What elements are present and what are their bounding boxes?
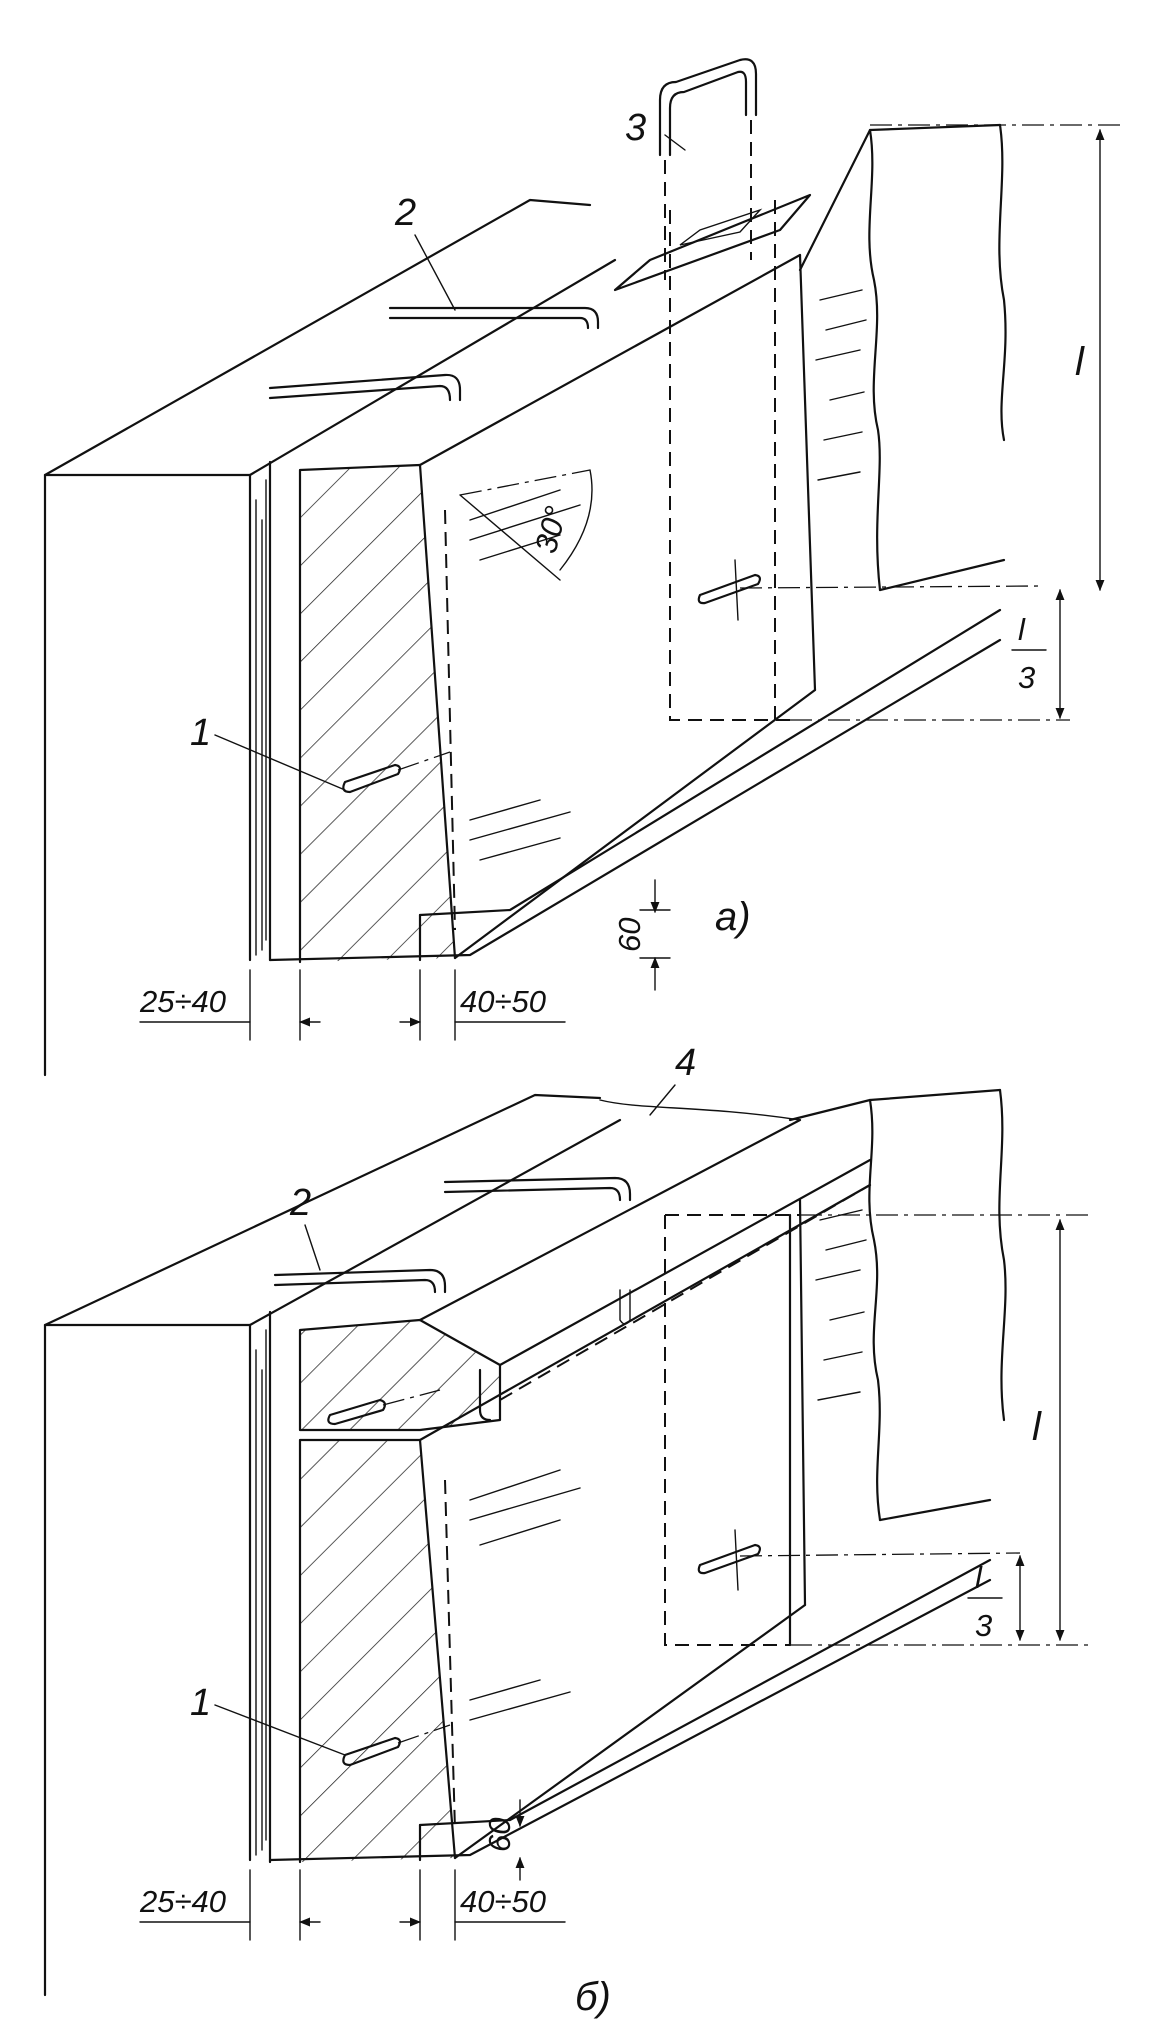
figure-a-face-shading xyxy=(469,489,581,861)
figure-a-caption: а) xyxy=(715,895,751,939)
figure-a-dimensions xyxy=(139,124,1120,1041)
figure-b-face-shading xyxy=(469,1469,581,1721)
figure-b-pins xyxy=(342,1529,1021,1767)
figure-b-gap-right: 40÷50 xyxy=(460,1884,546,1919)
figure-a-groove-label: 60 xyxy=(612,918,647,952)
figure-a-height-label: l xyxy=(1075,340,1085,384)
figure-b-fraction-numerator: l xyxy=(975,1560,983,1595)
figure-b-panel xyxy=(268,1183,992,1864)
figure-b-callout-4: 4 xyxy=(675,1042,696,1084)
figure-a-callout-2: 2 xyxy=(394,192,416,234)
figure-b-wall-beyond xyxy=(788,1088,1007,1522)
figure-a-opening xyxy=(613,193,812,721)
figure-b-groove-label: 60 xyxy=(482,1818,517,1852)
figure-a-panel xyxy=(268,253,1002,964)
figure-b-pin-1 xyxy=(342,1736,402,1767)
figure-b-gap-left: 25÷40 xyxy=(139,1884,226,1919)
figure-b-upper-pin xyxy=(327,1398,387,1426)
figure-b-section-hatch xyxy=(300,1440,455,1862)
figure-a-wall-beyond xyxy=(798,123,1007,592)
figure-b-callout-2: 2 xyxy=(289,1182,311,1224)
figure-a-wall xyxy=(43,198,617,1077)
figure-a-angle-label: 30° xyxy=(528,502,574,556)
figure-a-gap-right: 40÷50 xyxy=(460,984,546,1019)
figure-b-caption: б) xyxy=(575,1975,611,2019)
figure-b-height-label: l xyxy=(1032,1405,1042,1449)
figure-a-fraction-denominator: 3 xyxy=(1018,660,1035,695)
figure-a-gap-left: 25÷40 xyxy=(139,984,226,1019)
figure-a-section-hatch xyxy=(300,465,455,962)
figure-a-pin-1 xyxy=(342,763,402,794)
figure-a-pin-2 xyxy=(697,573,762,605)
figure-a-callout-3: 3 xyxy=(625,107,646,149)
figure-a-pins xyxy=(342,559,1041,794)
figure-b-fraction-denominator: 3 xyxy=(975,1608,992,1643)
figure-b-wall xyxy=(43,1093,622,1997)
figure-b-upper-element xyxy=(298,1099,872,1432)
figure-a-fraction-numerator: l xyxy=(1018,612,1026,647)
figure-a-lifting-loop xyxy=(658,58,758,280)
figure-b-anchor-bars xyxy=(273,1176,632,1294)
figure-a: 2 3 1 30° l l 3 60 а) 25÷40 40÷50 xyxy=(43,58,1120,1077)
figure-b-dimensions xyxy=(139,1214,1090,1941)
figure-b-opening xyxy=(664,1213,800,1647)
figure-b-callout-1: 1 xyxy=(190,1682,211,1724)
figure-b-pin-2 xyxy=(697,1543,762,1575)
figure-b-upper-hatch xyxy=(300,1320,500,1430)
figure-b: 4 2 1 l l 3 60 25÷40 40÷50 б) xyxy=(43,1042,1090,2019)
figure-a-leaders xyxy=(214,134,686,791)
figure-a-callout-1: 1 xyxy=(190,712,211,754)
figure-a-anchor-bars xyxy=(268,306,600,402)
figure-b-leaders xyxy=(214,1084,676,1756)
